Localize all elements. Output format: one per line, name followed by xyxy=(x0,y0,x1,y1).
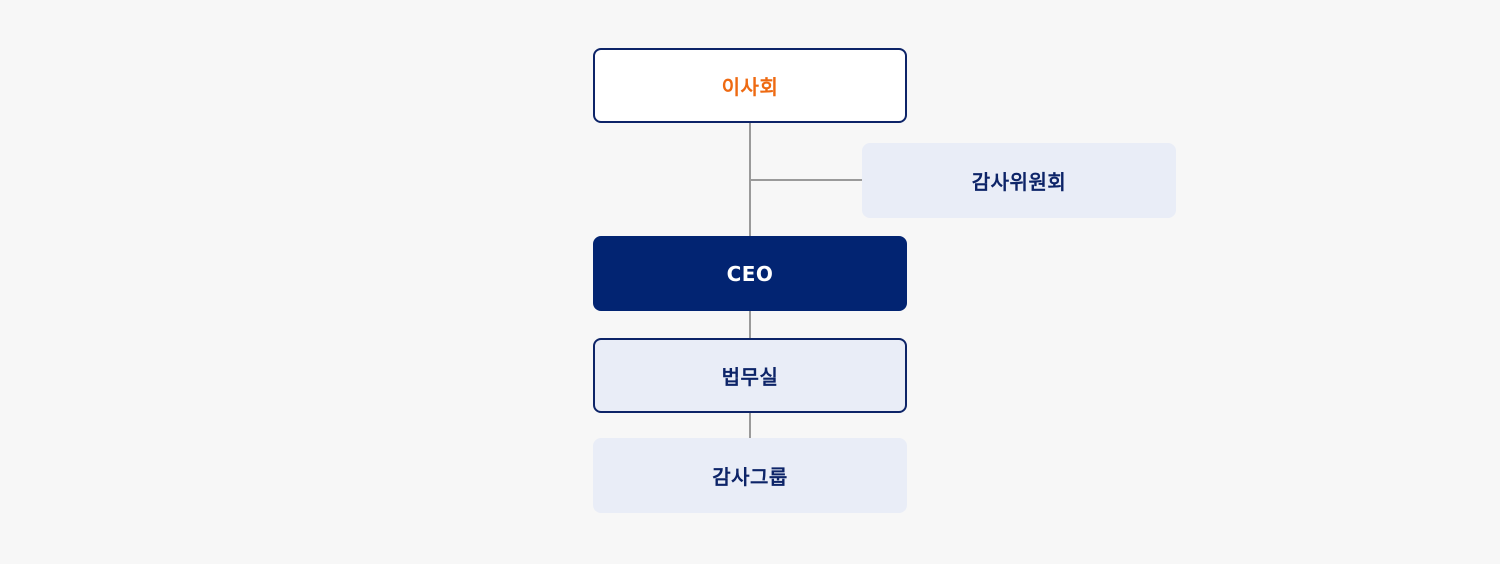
audit-group-node: 감사그룹 xyxy=(593,438,907,513)
audit-group-label: 감사그룹 xyxy=(712,465,788,489)
board-node: 이사회 xyxy=(593,48,907,123)
board-label: 이사회 xyxy=(721,75,779,99)
audit-committee-label: 감사위원회 xyxy=(971,170,1067,194)
legal-office-node: 법무실 xyxy=(593,338,907,413)
ceo-label: CEO xyxy=(726,261,774,286)
ceo-node: CEO xyxy=(593,236,907,311)
legal-office-label: 법무실 xyxy=(721,365,779,389)
audit-committee-node: 감사위원회 xyxy=(862,143,1176,218)
connector-audit-committee xyxy=(750,179,862,181)
connector-legal-audit-group xyxy=(749,413,751,438)
connector-ceo-legal xyxy=(749,311,751,338)
